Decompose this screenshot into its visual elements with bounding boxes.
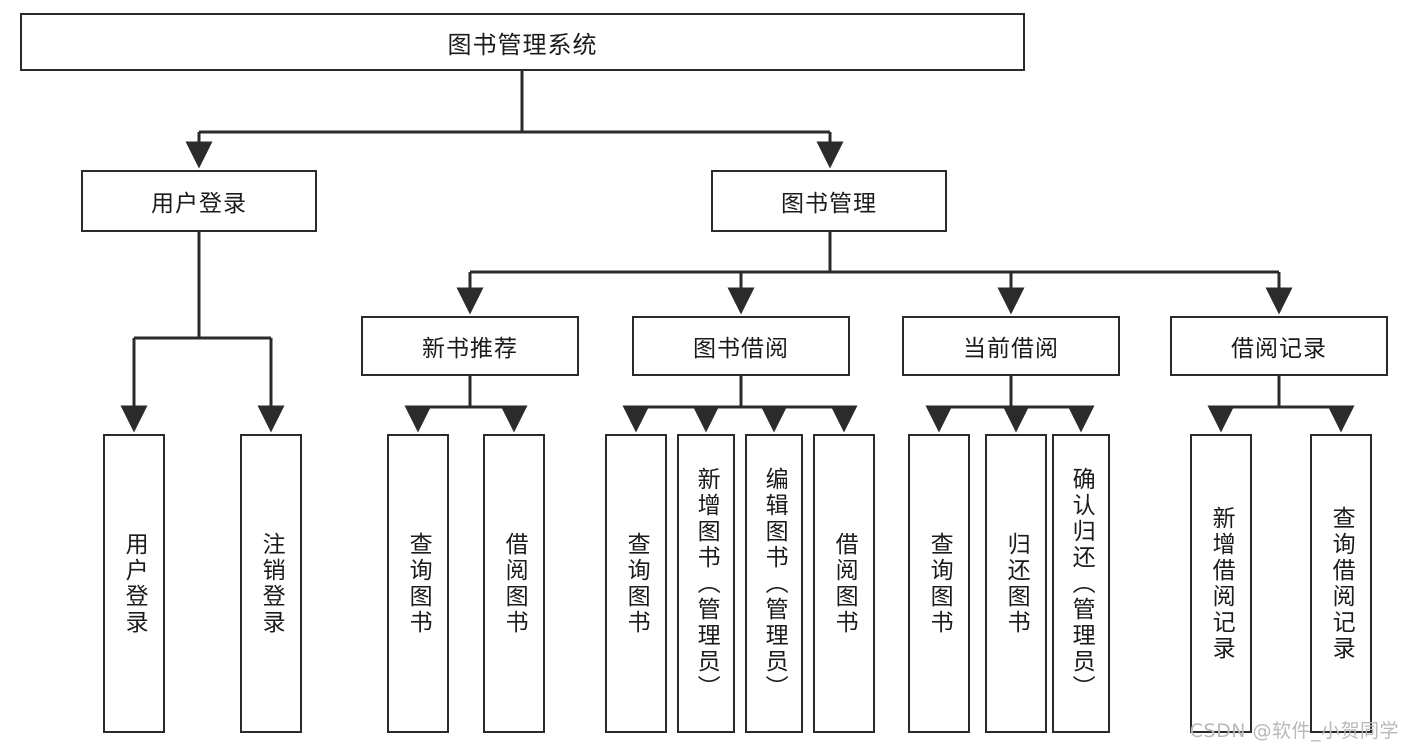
leaf-query-borrow-record[interactable]: 查询借阅记录 — [1310, 434, 1372, 733]
leaf-borrow-book[interactable]: 借阅图书 — [813, 434, 875, 733]
leaf-label: 新增图书（管理员） — [693, 466, 720, 701]
node-book-borrow[interactable]: 图书借阅 — [632, 316, 850, 376]
node-current-borrow[interactable]: 当前借阅 — [902, 316, 1120, 376]
leaf-add-book-admin[interactable]: 新增图书（管理员） — [677, 434, 735, 733]
leaf-label: 归还图书 — [1003, 531, 1030, 636]
node-book-management-label: 图书管理 — [781, 191, 877, 217]
node-user-login[interactable]: 用户登录 — [81, 170, 317, 232]
node-user-login-label: 用户登录 — [151, 191, 247, 217]
leaf-label: 注销登录 — [258, 531, 285, 636]
node-root-label: 图书管理系统 — [447, 30, 598, 59]
leaf-label: 查询图书 — [405, 531, 432, 636]
leaf-return-book[interactable]: 归还图书 — [985, 434, 1047, 733]
node-borrow-record[interactable]: 借阅记录 — [1170, 316, 1388, 376]
leaf-logout[interactable]: 注销登录 — [240, 434, 302, 733]
node-root[interactable]: 图书管理系统 — [20, 13, 1025, 71]
node-borrow-record-label: 借阅记录 — [1231, 336, 1327, 362]
node-book-borrow-label: 图书借阅 — [693, 336, 789, 362]
leaf-label: 新增借阅记录 — [1208, 505, 1235, 662]
leaf-query-book-current[interactable]: 查询图书 — [908, 434, 970, 733]
leaf-label: 借阅图书 — [501, 531, 528, 636]
leaf-confirm-return-admin[interactable]: 确认归还（管理员） — [1052, 434, 1110, 733]
node-current-borrow-label: 当前借阅 — [963, 336, 1059, 362]
leaf-borrow-book-recommend[interactable]: 借阅图书 — [483, 434, 545, 733]
leaf-query-book-borrow[interactable]: 查询图书 — [605, 434, 667, 733]
leaf-user-login[interactable]: 用户登录 — [103, 434, 165, 733]
leaf-add-borrow-record[interactable]: 新增借阅记录 — [1190, 434, 1252, 733]
leaf-label: 查询图书 — [623, 531, 650, 636]
leaf-edit-book-admin[interactable]: 编辑图书（管理员） — [745, 434, 803, 733]
node-book-management[interactable]: 图书管理 — [711, 170, 947, 232]
leaf-label: 编辑图书（管理员） — [761, 466, 788, 701]
leaf-label: 确认归还（管理员） — [1068, 466, 1095, 701]
node-new-book-recommend[interactable]: 新书推荐 — [361, 316, 579, 376]
leaf-query-book-recommend[interactable]: 查询图书 — [387, 434, 449, 733]
node-new-book-recommend-label: 新书推荐 — [422, 336, 518, 362]
leaf-label: 查询图书 — [926, 531, 953, 636]
leaf-label: 用户登录 — [121, 531, 148, 636]
leaf-label: 借阅图书 — [831, 531, 858, 636]
leaf-label: 查询借阅记录 — [1328, 505, 1355, 662]
